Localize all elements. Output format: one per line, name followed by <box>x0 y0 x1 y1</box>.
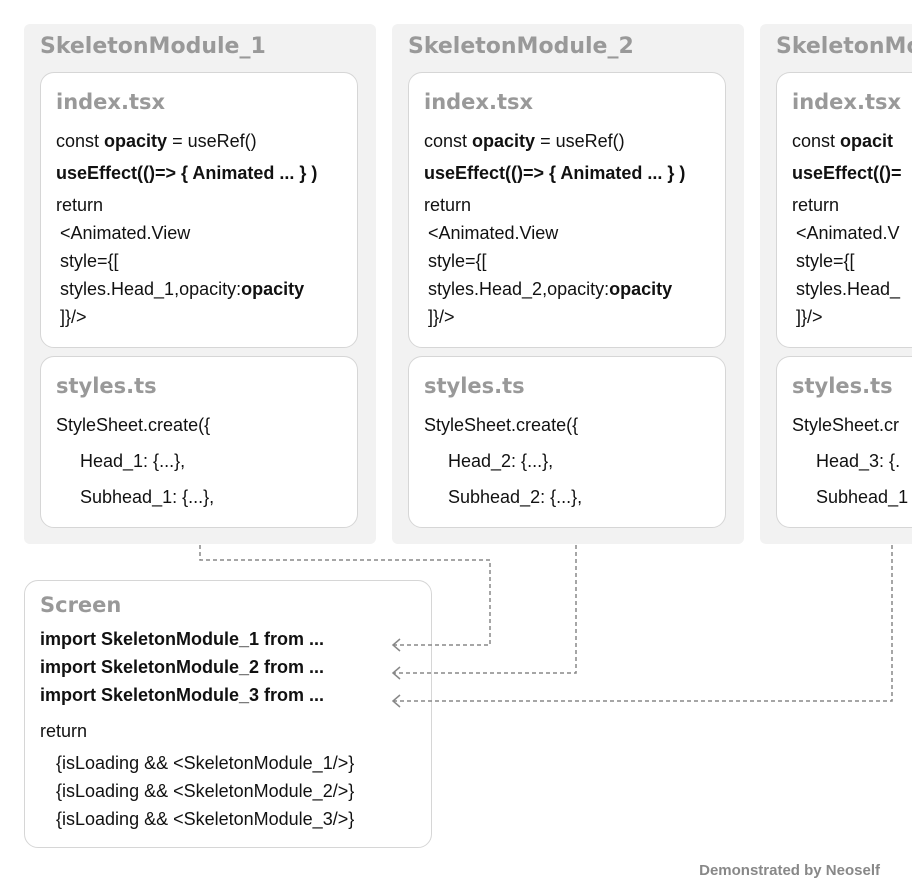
card-title: index.tsx <box>792 90 902 114</box>
code-line-style-head: styles.Head_1,opacity:opacity <box>60 279 304 300</box>
styles-ts-card: styles.ts StyleSheet.create({ Head_1: {.… <box>40 356 358 528</box>
code-line-style-open: style={[ <box>796 251 855 271</box>
code-line-style-close: ]}/> <box>60 307 87 327</box>
footer-credit: Demonstrated by Neoself <box>699 862 880 879</box>
index-tsx-card: index.tsx const opacity = useRef() useEf… <box>40 72 358 348</box>
code-line-return: return <box>56 195 104 215</box>
import-line-3: import SkeletonModule_3 from ... <box>40 685 325 705</box>
loading-line-2: {isLoading && <SkeletonModule_2/>} <box>56 781 355 801</box>
code-text: const <box>792 131 841 151</box>
styles-ts-card: styles.ts StyleSheet.create({ Head_2: {.… <box>408 356 726 528</box>
screen-return-line: return <box>40 721 88 741</box>
index-tsx-card: index.tsx const opacit useEffect(()= ret… <box>776 72 912 348</box>
loading-line-3: {isLoading && <SkeletonModule_3/>} <box>56 809 355 829</box>
code-keyword: opacity <box>609 279 673 299</box>
module-title: SkeletonMo <box>776 34 912 59</box>
code-keyword: opacity <box>472 131 536 151</box>
code-line-subhead: Subhead_1: {...}, <box>80 487 215 507</box>
code-line-return: return <box>792 195 840 215</box>
code-line-head: Head_2: {...}, <box>448 451 554 471</box>
code-line-effect: useEffect(()= <box>792 163 902 183</box>
skeleton-module-2-panel: SkeletonModule_2 index.tsx const opacity… <box>392 24 744 544</box>
card-title: index.tsx <box>56 90 166 114</box>
code-line-style-head: styles.Head_2,opacity:opacity <box>428 279 672 300</box>
styles-ts-card: styles.ts StyleSheet.cr Head_3: {. Subhe… <box>776 356 912 528</box>
code-line-effect: useEffect(()=> { Animated ... } ) <box>56 163 318 183</box>
code-line-return: return <box>424 195 472 215</box>
screen-card: Screen import SkeletonModule_1 from ... … <box>24 580 432 848</box>
code-line-style-head: styles.Head_ <box>796 279 900 300</box>
import-line-2: import SkeletonModule_2 from ... <box>40 657 325 677</box>
code-line-create: StyleSheet.cr <box>792 415 900 435</box>
code-line-head: Head_3: {. <box>816 451 901 471</box>
import-line-1: import SkeletonModule_1 from ... <box>40 629 325 649</box>
code-line-const: const opacity = useRef() <box>424 131 625 152</box>
code-text: const <box>424 131 473 151</box>
code-text: = useRef() <box>535 131 625 151</box>
code-line-subhead: Subhead_2: {...}, <box>448 487 583 507</box>
module-title: SkeletonModule_2 <box>408 34 634 59</box>
code-text: = useRef() <box>167 131 257 151</box>
code-text: styles.Head_1,opacity: <box>60 279 242 299</box>
skeleton-module-3-panel: SkeletonMo index.tsx const opacit useEff… <box>760 24 912 544</box>
screen-title: Screen <box>40 593 122 617</box>
code-line-view: <Animated.View <box>428 223 559 243</box>
loading-line-1: {isLoading && <SkeletonModule_1/>} <box>56 753 355 773</box>
card-title: index.tsx <box>424 90 534 114</box>
code-keyword: opacity <box>241 279 305 299</box>
module-title: SkeletonModule_1 <box>40 34 266 59</box>
code-line-const: const opacit <box>792 131 893 152</box>
code-line-const: const opacity = useRef() <box>56 131 257 152</box>
code-line-view: <Animated.V <box>796 223 900 243</box>
card-title: styles.ts <box>56 374 157 398</box>
code-line-subhead: Subhead_1 <box>816 487 909 507</box>
code-text: styles.Head_2,opacity: <box>428 279 610 299</box>
code-line-style-close: ]}/> <box>428 307 455 327</box>
code-line-create: StyleSheet.create({ <box>56 415 211 435</box>
card-title: styles.ts <box>792 374 893 398</box>
code-keyword: opacity <box>104 131 168 151</box>
code-line-effect: useEffect(()=> { Animated ... } ) <box>424 163 686 183</box>
code-line-style-close: ]}/> <box>796 307 823 327</box>
code-line-head: Head_1: {...}, <box>80 451 186 471</box>
card-title: styles.ts <box>424 374 525 398</box>
code-line-style-open: style={[ <box>60 251 119 271</box>
skeleton-module-1-panel: SkeletonModule_1 index.tsx const opacity… <box>24 24 376 544</box>
code-line-create: StyleSheet.create({ <box>424 415 579 435</box>
code-text: styles.Head_ <box>796 279 901 299</box>
code-line-view: <Animated.View <box>60 223 191 243</box>
code-text: const <box>56 131 105 151</box>
code-line-style-open: style={[ <box>428 251 487 271</box>
connector-module-3 <box>393 545 893 702</box>
code-keyword: opacit <box>840 131 894 151</box>
index-tsx-card: index.tsx const opacity = useRef() useEf… <box>408 72 726 348</box>
